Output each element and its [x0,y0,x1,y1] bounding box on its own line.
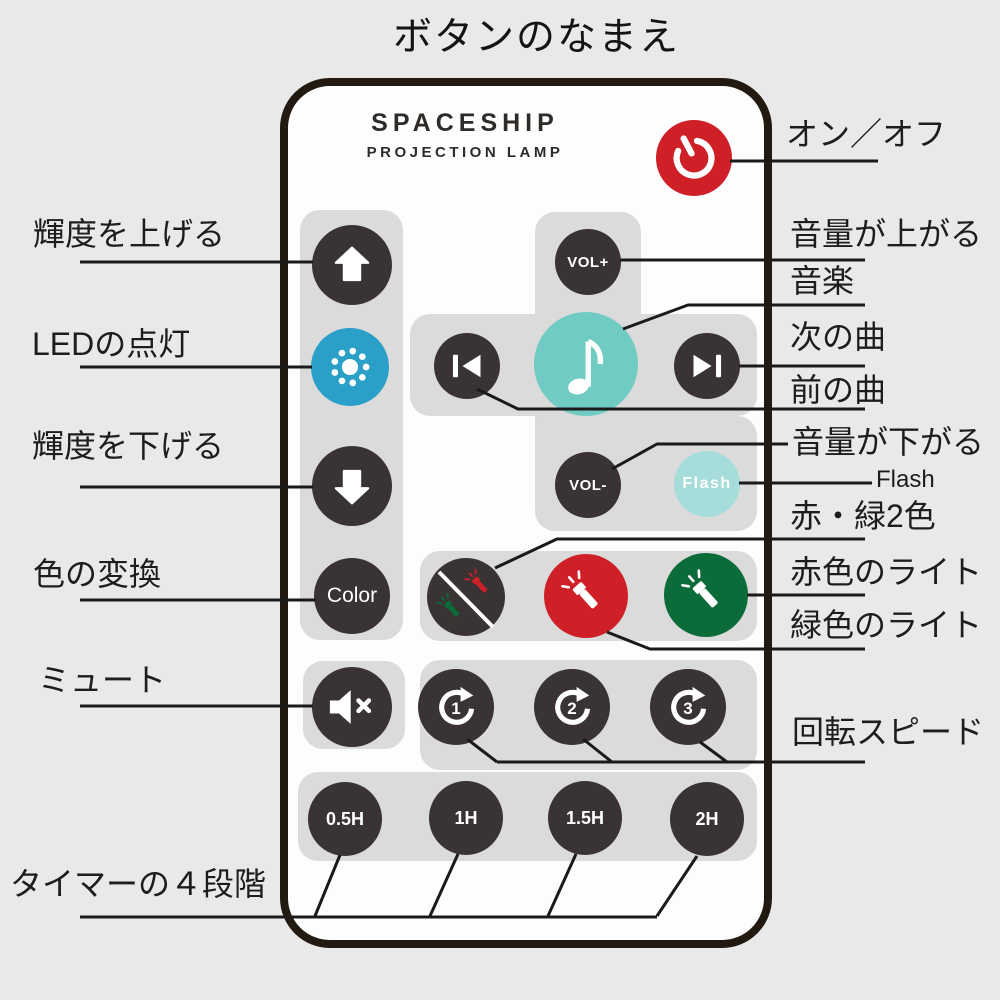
power-icon [673,135,715,179]
label-red-green: 赤・緑2色 [790,498,936,534]
timer-05h-button[interactable]: 0.5H [308,782,382,856]
brightness-up-button[interactable] [312,225,392,305]
next-track-button[interactable] [674,333,740,399]
timer-15h-button[interactable]: 1.5H [548,781,622,855]
label-power: オン／オフ [786,116,947,152]
label-volume-down: 音量が下がる [792,424,985,460]
label-brightness-up: 輝度を上げる [33,216,226,252]
color-button[interactable]: Color [314,558,390,634]
label-rotation-speed: 回転スピード [792,714,985,750]
color-button-label: Color [326,584,378,607]
previous-track-button[interactable] [434,333,500,399]
label-led-on: LEDの点灯 [32,326,191,362]
volume-up-button[interactable]: VOL+ [555,229,621,295]
label-next-track: 次の曲 [790,319,887,355]
rotation-speed-3-button[interactable]: 3 [650,669,726,745]
red-green-torch-icon [436,568,495,629]
brand-subtitle: PROJECTION LAMP [366,144,564,161]
timer-1h-label: 1H [454,807,478,828]
arrow-up-icon [334,246,370,282]
previous-track-icon [452,354,481,378]
music-note-icon [568,338,604,395]
label-music: 音楽 [790,263,855,299]
flash-button[interactable]: Flash [674,451,740,517]
volume-up-label: VOL+ [567,253,609,271]
label-red-light: 赤色のライト [790,554,983,590]
mute-speaker-icon [329,690,372,724]
green-torch-icon [681,569,718,608]
led-sun-icon [331,347,370,387]
label-mute: ミュート [38,662,167,698]
label-brightness-down: 輝度を下げる [32,428,225,464]
rotate-arrow-icon [671,686,707,725]
label-color-change: 色の変換 [33,556,162,592]
red-torch-icon [561,570,598,609]
red-light-button[interactable] [544,554,628,638]
label-volume-up: 音量が上がる [790,216,983,252]
rotate-arrow-icon [439,686,475,725]
flash-button-label: Flash [682,475,732,492]
rotation-1-label: 1 [451,698,461,718]
green-light-button[interactable] [664,553,748,637]
rotate-arrow-icon [555,686,591,725]
timer-15h-label: 1.5H [565,807,605,828]
timer-2h-button[interactable]: 2H [670,782,744,856]
label-green-light: 緑色のライト [790,607,983,643]
page-title: ボタンのなまえ [393,16,681,59]
led-on-button[interactable] [311,328,389,406]
volume-down-button[interactable]: VOL- [555,452,621,518]
label-flash: Flash [876,466,935,493]
timer-05h-label: 0.5H [325,808,365,829]
mute-button[interactable] [312,667,392,747]
volume-down-label: VOL- [569,476,607,494]
next-track-icon [693,354,722,378]
arrow-down-icon [334,469,370,505]
rotation-speed-1-button[interactable]: 1 [418,669,494,745]
label-prev-track: 前の曲 [790,372,887,408]
timer-1h-button[interactable]: 1H [429,781,503,855]
label-timer: タイマーの４段階 [10,866,267,902]
music-button[interactable] [534,312,638,416]
power-button[interactable] [656,120,732,196]
brightness-down-button[interactable] [312,446,392,526]
rotation-2-label: 2 [567,698,577,718]
brand-name: SPACESHIP [371,109,559,137]
rotation-speed-2-button[interactable]: 2 [534,669,610,745]
timer-2h-label: 2H [695,808,719,829]
rotation-3-label: 3 [683,698,693,718]
red-green-dual-button[interactable] [427,558,505,636]
